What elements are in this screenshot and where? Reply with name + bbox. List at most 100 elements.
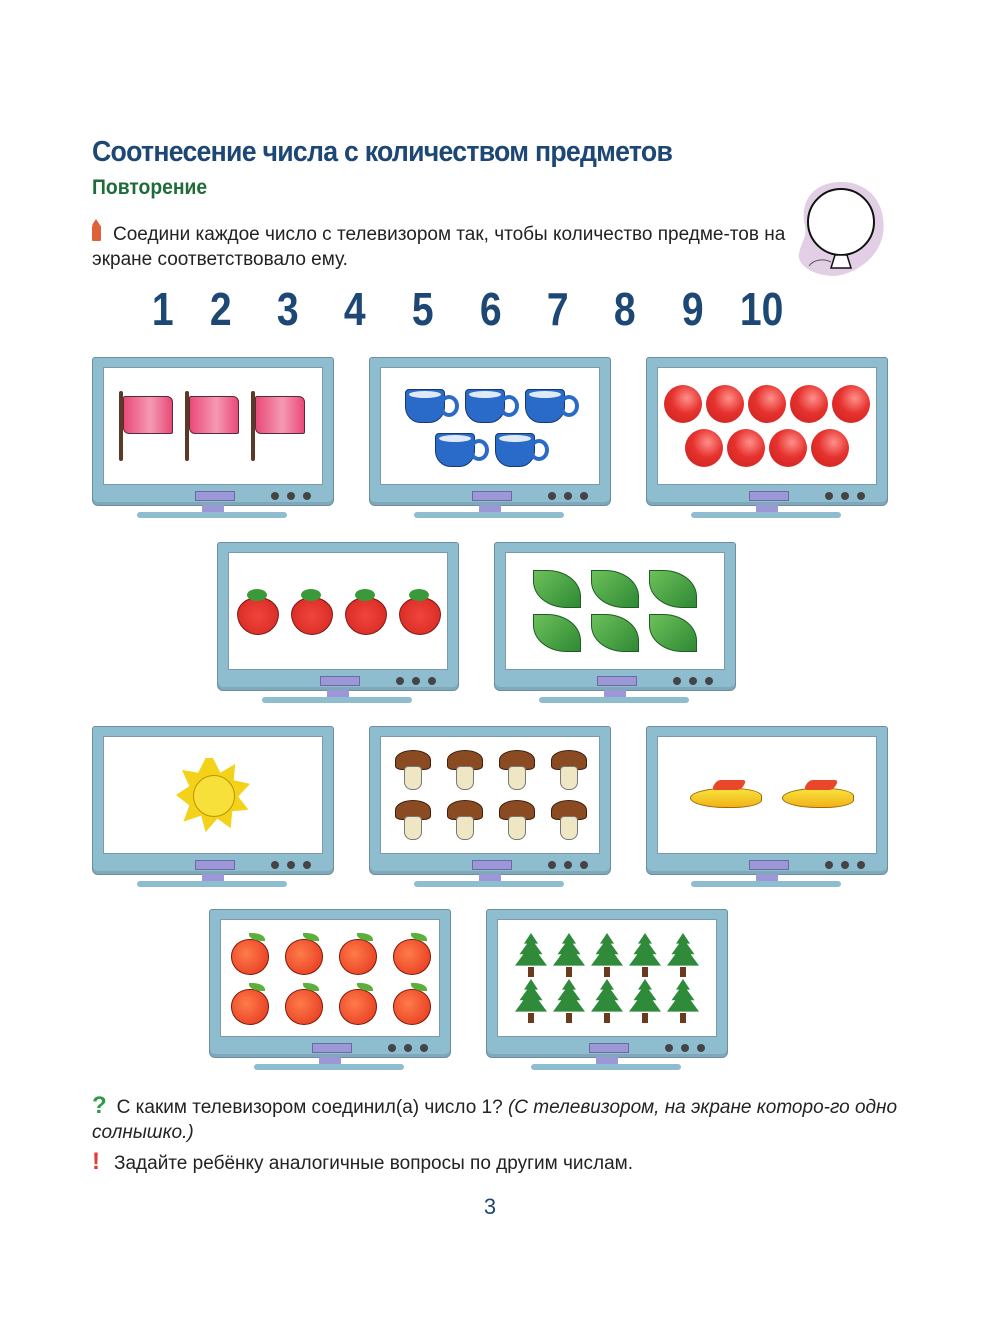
tv-stand xyxy=(691,512,841,518)
tv-ball[interactable] xyxy=(646,357,888,520)
strawberry-icon xyxy=(343,589,387,635)
tv-button xyxy=(689,677,697,685)
tv-screen xyxy=(220,919,440,1037)
mushroom-icon xyxy=(445,750,483,790)
tv-label xyxy=(589,1043,629,1053)
leaf-icon xyxy=(533,570,581,608)
question-mark-icon: ? xyxy=(92,1092,107,1119)
tv-label xyxy=(472,491,512,501)
tv-button xyxy=(287,861,295,869)
page-title: Соотнесение числа с количеством предмето… xyxy=(92,136,673,168)
fir-tree-icon xyxy=(553,979,585,1023)
tv-neck xyxy=(319,1057,341,1064)
tv-cup[interactable] xyxy=(369,357,611,520)
tv-label xyxy=(195,860,235,870)
tv-stand xyxy=(262,697,412,703)
ball-icon xyxy=(832,385,870,423)
tv-stand xyxy=(414,512,564,518)
apple-icon xyxy=(283,983,323,1025)
tv-frame xyxy=(209,909,451,1058)
strawberry-icon xyxy=(235,589,279,635)
leaf-icon xyxy=(649,570,697,608)
ball-icon xyxy=(727,429,765,467)
leaf-icon xyxy=(591,614,639,652)
tv-strawberry[interactable] xyxy=(217,542,459,705)
apple-icon xyxy=(337,983,377,1025)
tv-label xyxy=(472,860,512,870)
tv-flag[interactable] xyxy=(92,357,334,520)
ball-icon xyxy=(790,385,828,423)
tv-frame xyxy=(217,542,459,691)
tv-mushroom[interactable] xyxy=(369,726,611,889)
tv-neck xyxy=(604,690,626,697)
tv-frame xyxy=(369,726,611,875)
tv-frame xyxy=(646,357,888,506)
mushroom-icon xyxy=(549,750,587,790)
number-8[interactable]: 8 xyxy=(613,283,636,335)
tv-button xyxy=(673,677,681,685)
tv-button xyxy=(825,861,833,869)
task-instruction: Соедини каждое число с телевизором так, … xyxy=(92,219,792,272)
leaf-icon xyxy=(533,614,581,652)
tv-neck xyxy=(479,505,501,512)
number-1[interactable]: 1 xyxy=(151,283,174,335)
tv-label xyxy=(749,860,789,870)
tv-button xyxy=(681,1044,689,1052)
tv-sun[interactable] xyxy=(92,726,334,889)
number-4[interactable]: 4 xyxy=(343,283,366,335)
number-10[interactable]: 10 xyxy=(739,283,784,335)
tv-button xyxy=(388,1044,396,1052)
tv-frame xyxy=(92,726,334,875)
number-2[interactable]: 2 xyxy=(209,283,232,335)
tv-button xyxy=(841,492,849,500)
tv-stand xyxy=(254,1064,404,1070)
apple-icon xyxy=(229,983,269,1025)
question-text: С каким телевизором соединил(а) число 1? xyxy=(116,1097,503,1118)
number-5[interactable]: 5 xyxy=(411,283,434,335)
tv-neck xyxy=(479,874,501,881)
ball-icon xyxy=(769,429,807,467)
tv-button xyxy=(564,492,572,500)
mushroom-icon xyxy=(549,800,587,840)
tv-frame xyxy=(646,726,888,875)
pencil-icon xyxy=(92,219,101,241)
tv-button xyxy=(396,677,404,685)
flag-icon xyxy=(185,391,241,461)
tv-screen xyxy=(103,736,323,854)
task-text: Соедини каждое число с телевизором так, … xyxy=(92,224,786,270)
tv-screen xyxy=(380,367,600,485)
tv-neck xyxy=(756,874,778,881)
fir-tree-icon xyxy=(515,933,547,977)
fir-tree-icon xyxy=(553,933,585,977)
tv-fir-tree[interactable] xyxy=(486,909,728,1072)
number-7[interactable]: 7 xyxy=(546,283,569,335)
tv-apple[interactable] xyxy=(209,909,451,1072)
tv-button xyxy=(428,677,436,685)
cup-icon xyxy=(435,429,489,467)
tv-button xyxy=(697,1044,705,1052)
tv-button xyxy=(420,1044,428,1052)
fir-tree-icon xyxy=(667,933,699,977)
number-6[interactable]: 6 xyxy=(479,283,502,335)
tv-button xyxy=(580,861,588,869)
note-text: Задайте ребёнку аналогичные вопросы по д… xyxy=(114,1153,634,1174)
question: ? С каким телевизором соединил(а) число 1… xyxy=(92,1093,902,1145)
tv-screen xyxy=(380,736,600,854)
tv-airplane[interactable] xyxy=(646,726,888,889)
apple-icon xyxy=(391,983,431,1025)
tv-button xyxy=(825,492,833,500)
tv-label xyxy=(320,676,360,686)
apple-icon xyxy=(283,933,323,975)
tv-neck xyxy=(596,1057,618,1064)
sun-icon xyxy=(176,758,250,832)
fir-tree-icon xyxy=(591,933,623,977)
leaf-icon xyxy=(649,614,697,652)
number-3[interactable]: 3 xyxy=(276,283,299,335)
fir-tree-icon xyxy=(629,979,661,1023)
apple-icon xyxy=(391,933,431,975)
ball-icon xyxy=(748,385,786,423)
tv-screen xyxy=(228,552,448,670)
tv-frame xyxy=(92,357,334,506)
tv-leaf[interactable] xyxy=(494,542,736,705)
number-9[interactable]: 9 xyxy=(681,283,704,335)
